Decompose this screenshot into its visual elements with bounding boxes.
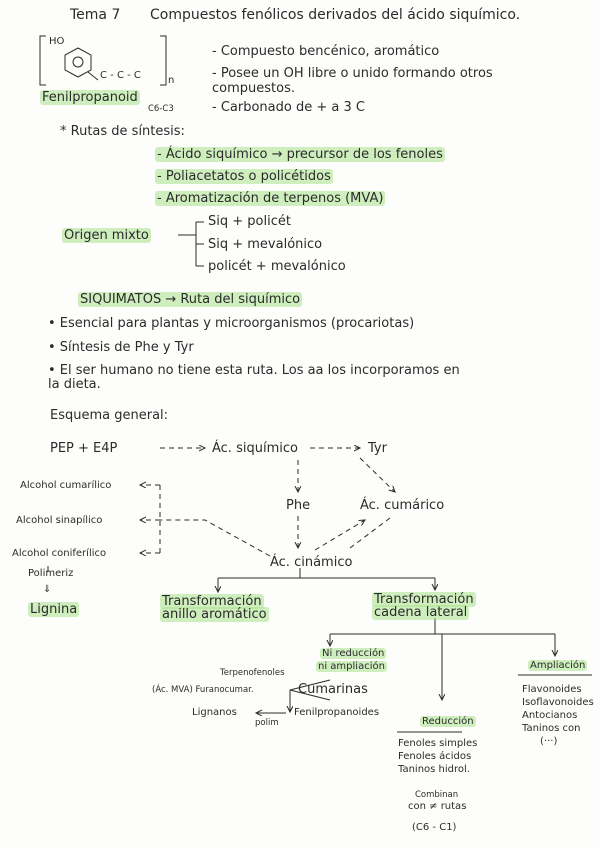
scheme-heading: Esquema general:	[50, 408, 169, 423]
hydroxyl-label: HO	[49, 36, 65, 47]
siquimatos-title-text: SIQUIMATOS → Ruta del siquímico	[78, 292, 303, 307]
amplification-label: Ampliación	[528, 660, 588, 671]
down-arrow: ⇓	[43, 584, 52, 595]
alcohol-item: Alcohol cumarílico	[20, 480, 112, 491]
aromatic-transform: Transformación	[160, 594, 264, 609]
structure-note: - Compuesto bencénico, aromático	[212, 44, 440, 59]
structure-name: Fenilpropanoid	[40, 90, 140, 105]
cinnamic-acid: Ác. cinámico	[270, 555, 353, 570]
alcohol-item: Alcohol coniferílico	[12, 548, 107, 559]
aromatic-transform-1: Transformación	[160, 594, 264, 609]
coumarins: Cumarinas	[298, 682, 368, 697]
aromatic-transform: anillo aromático	[160, 607, 269, 622]
route-item: - Ácido siquímico → precursor de los fen…	[155, 147, 445, 162]
left-bracket	[39, 35, 46, 86]
no-change-1: Ni reducción	[320, 648, 387, 659]
reduction-item: Fenoles ácidos	[398, 751, 472, 762]
side-chain-transform: Transformación	[372, 592, 476, 607]
phenylpropanoids: Fenilpropanoides	[294, 707, 380, 718]
no-change-branch: ni ampliación	[316, 661, 387, 673]
amplification-item: Taninos con	[522, 723, 581, 734]
no-change-2: ni ampliación	[316, 661, 387, 672]
polymerize-label: Polimeriz	[28, 568, 74, 579]
chain-label: C - C - C	[100, 70, 141, 81]
mixed-origin-label: Origen mixto	[62, 228, 151, 243]
reduction-item: Taninos hidrol.	[398, 764, 470, 775]
reduction-branch: Reducción	[420, 716, 476, 728]
mixed-origin-item: Siq + policét	[208, 214, 291, 229]
no-change-branch: Ni reducción	[320, 648, 387, 660]
right-bracket	[160, 35, 167, 86]
amplification-branch: Ampliación	[528, 660, 588, 672]
pep-e4p: PEP + E4P	[50, 441, 118, 456]
furanocoumarins: (Ác. MVA) Furanocumar.	[152, 685, 254, 695]
combine-label: con ≠ rutas	[408, 801, 467, 812]
aromatic-transform-2: anillo aromático	[160, 607, 269, 622]
combine-label: Combinan	[415, 790, 459, 800]
benzene-ring	[64, 47, 92, 78]
c6c1-formula: (C6 - C1)	[412, 822, 457, 833]
siquimatos-title: SIQUIMATOS → Ruta del siquímico	[78, 292, 303, 307]
siquimatos-bullet: • Síntesis de Phe y Tyr	[48, 340, 194, 355]
polim-label: polim	[255, 718, 279, 728]
siquimatos-bullet: • El ser humano no tiene esta ruta. Los …	[48, 363, 460, 378]
mixed-brace	[178, 221, 204, 267]
n-subscript: n	[168, 75, 175, 86]
side-chain-transform: cadena lateral	[372, 605, 470, 620]
side-chain-transform-2: cadena lateral	[372, 605, 470, 620]
amplification-item: (···)	[540, 736, 558, 747]
reduction-label: Reducción	[420, 716, 476, 727]
structure-formula: C6-C3	[148, 104, 174, 114]
terpenophenols: Terpenofenoles	[220, 668, 285, 678]
lignans: Lignanos	[192, 707, 237, 718]
routes-heading: * Rutas de síntesis:	[60, 124, 185, 139]
reduction-item: Fenoles simples	[398, 738, 478, 749]
side-chain-transform-1: Transformación	[372, 592, 476, 607]
route-item: - Poliacetatos o policétidos	[155, 169, 333, 184]
amplification-item: Antocianos	[522, 710, 578, 721]
lignin-label: Lignina	[28, 602, 80, 617]
amplification-item: Isoflavonoides	[522, 697, 594, 708]
structure-note: - Posee un OH libre o unido formando otr…	[212, 66, 493, 96]
alcohol-item: Alcohol sinapílico	[16, 515, 103, 526]
amplification-item: Flavonoides	[522, 684, 582, 695]
tyrosine: Tyr	[368, 441, 387, 456]
siquimatos-bullet: • Esencial para plantas y microorganismo…	[48, 316, 415, 331]
route-item: - Aromatización de terpenos (MVA)	[155, 191, 386, 206]
topic-number: Tema 7	[70, 7, 121, 23]
phenylalanine: Phe	[286, 498, 311, 513]
page-title: Compuestos fenólicos derivados del ácido…	[150, 7, 521, 23]
siquimatos-bullet: la dieta.	[48, 377, 101, 392]
shikimic-acid: Ác. siquímico	[212, 441, 298, 456]
mixed-origin-item: policét + mevalónico	[208, 259, 346, 274]
coumaric-acid: Ác. cumárico	[360, 498, 445, 513]
structure-note: - Carbonado de + a 3 C	[212, 100, 365, 115]
mixed-origin-item: Siq + mevalónico	[208, 237, 323, 252]
